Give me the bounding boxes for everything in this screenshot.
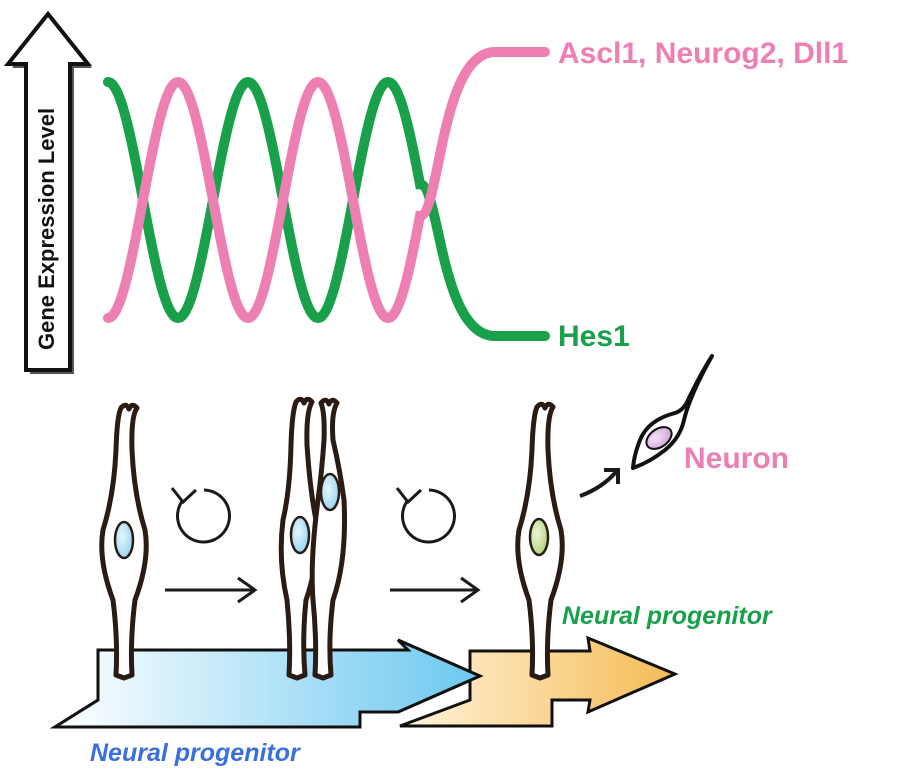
differentiation-arrow (580, 470, 618, 496)
axis-label: Gene Expression Level (34, 108, 59, 350)
proneural-expression-curve (108, 52, 545, 318)
neuron-label: Neuron (684, 442, 789, 475)
transition-arrow-2 (390, 578, 478, 602)
committed-nucleus (530, 519, 548, 555)
hes1-expression-curve (108, 82, 545, 336)
progenitor-label-right: Neural progenitor (562, 602, 773, 630)
self-renewal-arrow-2 (397, 488, 454, 542)
progenitor-label-bottom: Neural progenitor (90, 739, 301, 767)
progenitor-nucleus (115, 522, 133, 558)
transition-arrow-1 (165, 578, 255, 602)
dividing-nucleus-right (321, 474, 339, 510)
proneural-gene-label: Ascl1, Neurog2, Dll1 (558, 37, 848, 70)
self-renewal-arrow-1 (172, 488, 229, 542)
dividing-nucleus-left (291, 517, 309, 553)
committed-progenitor-cell (518, 404, 563, 678)
progenitor-cell-1 (102, 405, 147, 678)
dividing-progenitor-cells (281, 399, 344, 678)
hes1-gene-label: Hes1 (558, 320, 630, 353)
